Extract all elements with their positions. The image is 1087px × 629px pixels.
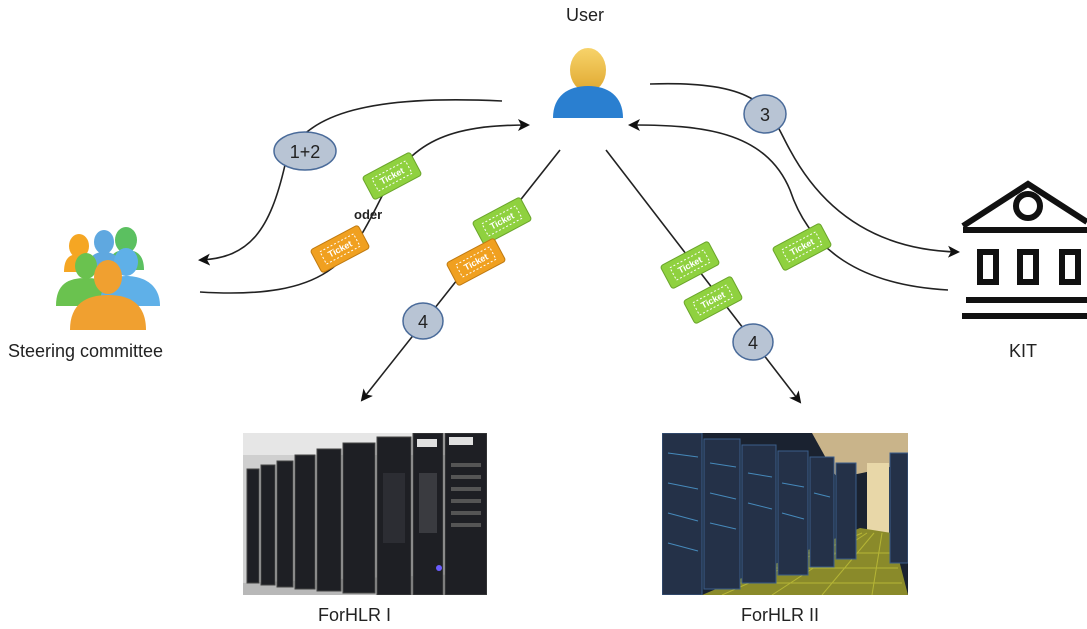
user-to-kit-arrow [649,82,960,258]
forhlr2-label: ForHLR II [741,605,820,625]
forhlr1-photo [243,433,487,595]
step-4-right-bubble: 4 [732,323,774,361]
ticket-orange-mid: Ticket [446,238,506,286]
user-icon [553,48,623,118]
kit-to-user-arrow [628,119,949,291]
step-3-label: 3 [760,105,770,125]
ticket-green-mid: Ticket [472,197,532,245]
user-to-forhlr2-arrow [605,149,802,404]
step-1-2-label: 1+2 [290,142,321,162]
steering-to-user-arrow [199,119,530,294]
oder-label: oder [354,207,383,222]
ticket-green-right-1: Ticket [660,241,720,289]
institution-building-icon [961,180,1087,319]
step-3-bubble: 3 [743,94,787,134]
steering-committee-label: Steering committee [8,341,164,361]
people-group-icon [56,227,160,330]
step-4-left-label: 4 [418,312,428,332]
connectors [198,82,960,404]
step-4-right-label: 4 [748,333,758,353]
step-4-left-bubble: 4 [402,302,444,340]
ticket-green-right-2: Ticket [683,276,743,324]
forhlr1-label: ForHLR I [318,605,392,625]
step-1-2-bubble: 1+2 [273,131,337,171]
forhlr2-photo [662,433,908,595]
user-label: User [566,5,605,25]
tickets: Ticket Ticket Ticket Ticket Ticket Ticke… [310,152,832,324]
ticket-green-kit: Ticket [772,223,832,271]
kit-label: KIT [1009,341,1038,361]
ticket-orange-left: Ticket [310,225,370,273]
ticket-green-top: Ticket [362,152,422,200]
